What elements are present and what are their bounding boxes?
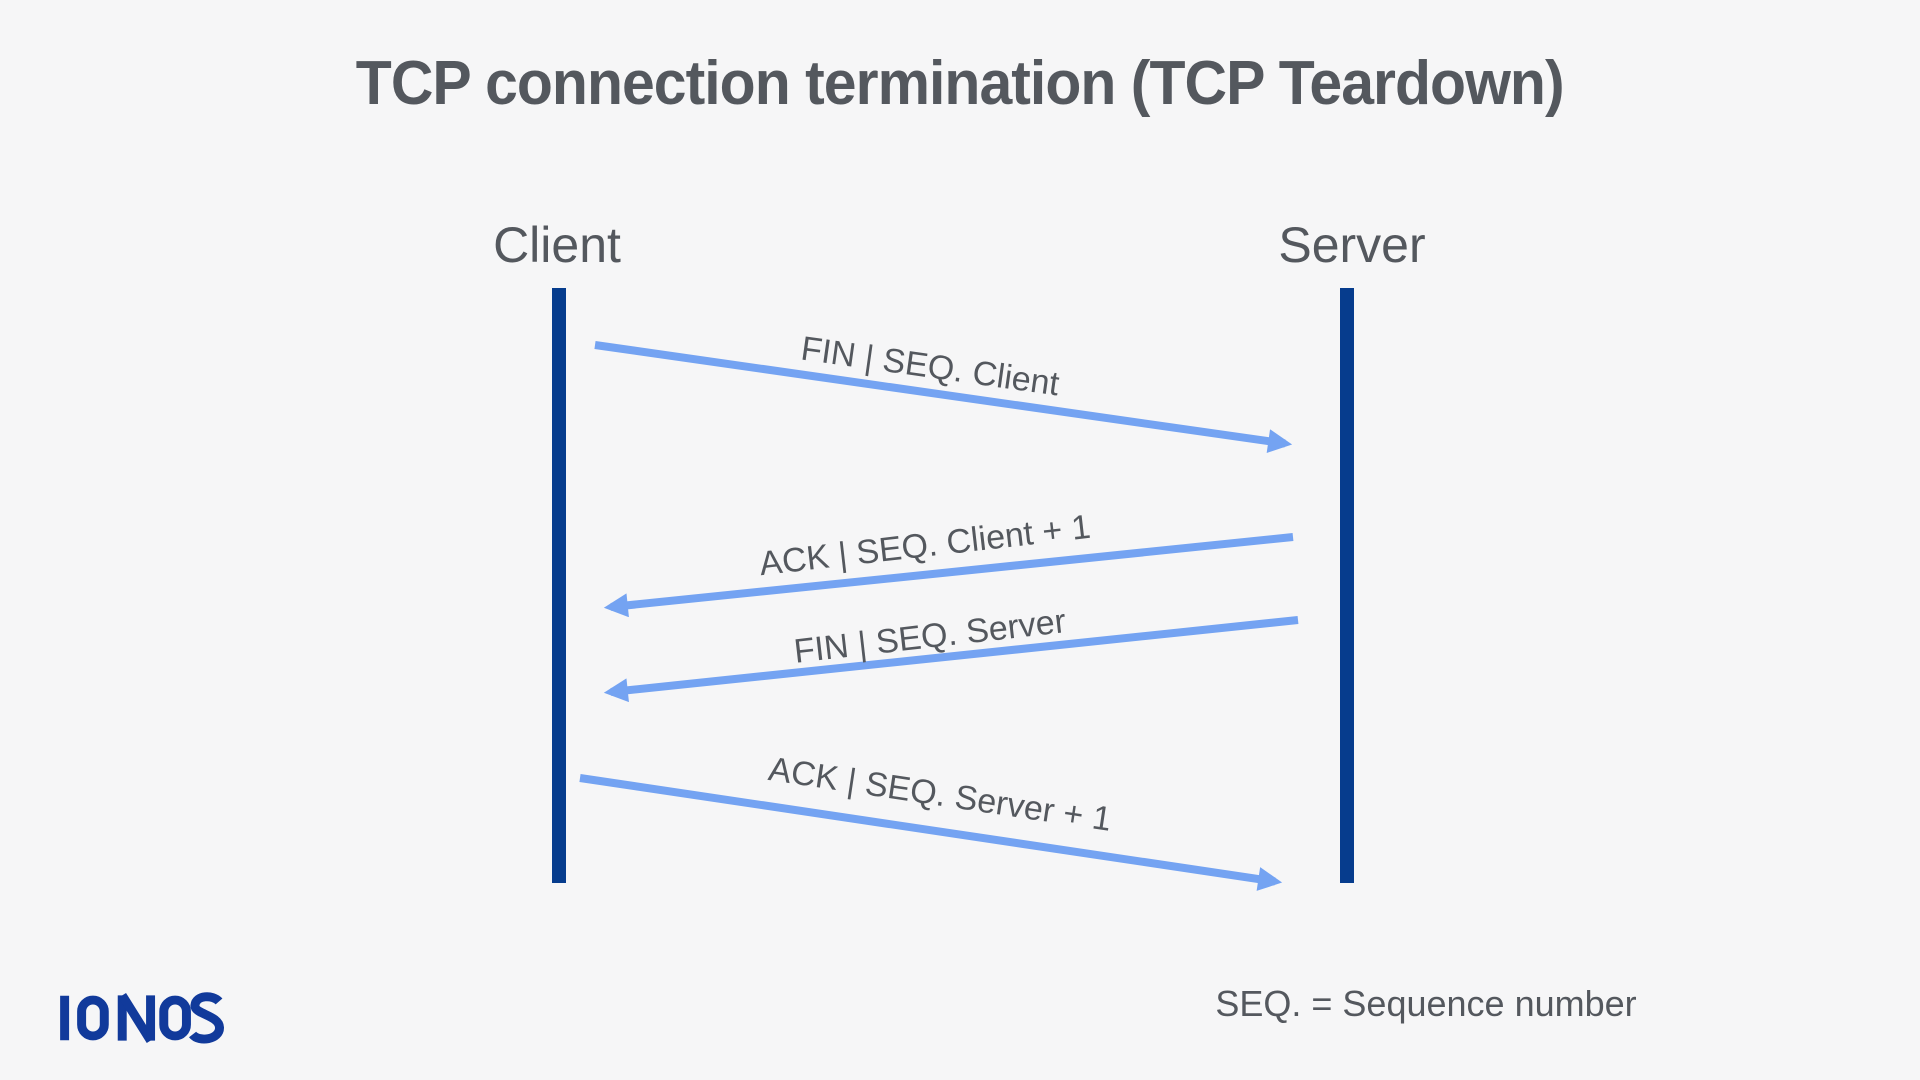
ack-server-arrow — [579, 774, 1283, 891]
fin-server-arrow — [603, 616, 1299, 703]
ack-client-arrow — [603, 533, 1294, 618]
ionos-logo-letterforms — [60, 992, 224, 1044]
fin-client-arrow — [594, 341, 1293, 454]
page-title-wrap: TCP connection termination (TCP Teardown… — [0, 48, 1920, 119]
client-actor-label: Client — [493, 217, 621, 273]
page-title: TCP connection termination (TCP Teardown… — [356, 49, 1565, 118]
client-lifeline — [552, 288, 566, 883]
server-actor-label: Server — [1278, 217, 1426, 273]
ionos-logo: IONOS — [58, 992, 228, 1044]
server-lifeline — [1340, 288, 1354, 883]
sequence-number-legend: SEQ. = Sequence number — [1215, 983, 1637, 1024]
